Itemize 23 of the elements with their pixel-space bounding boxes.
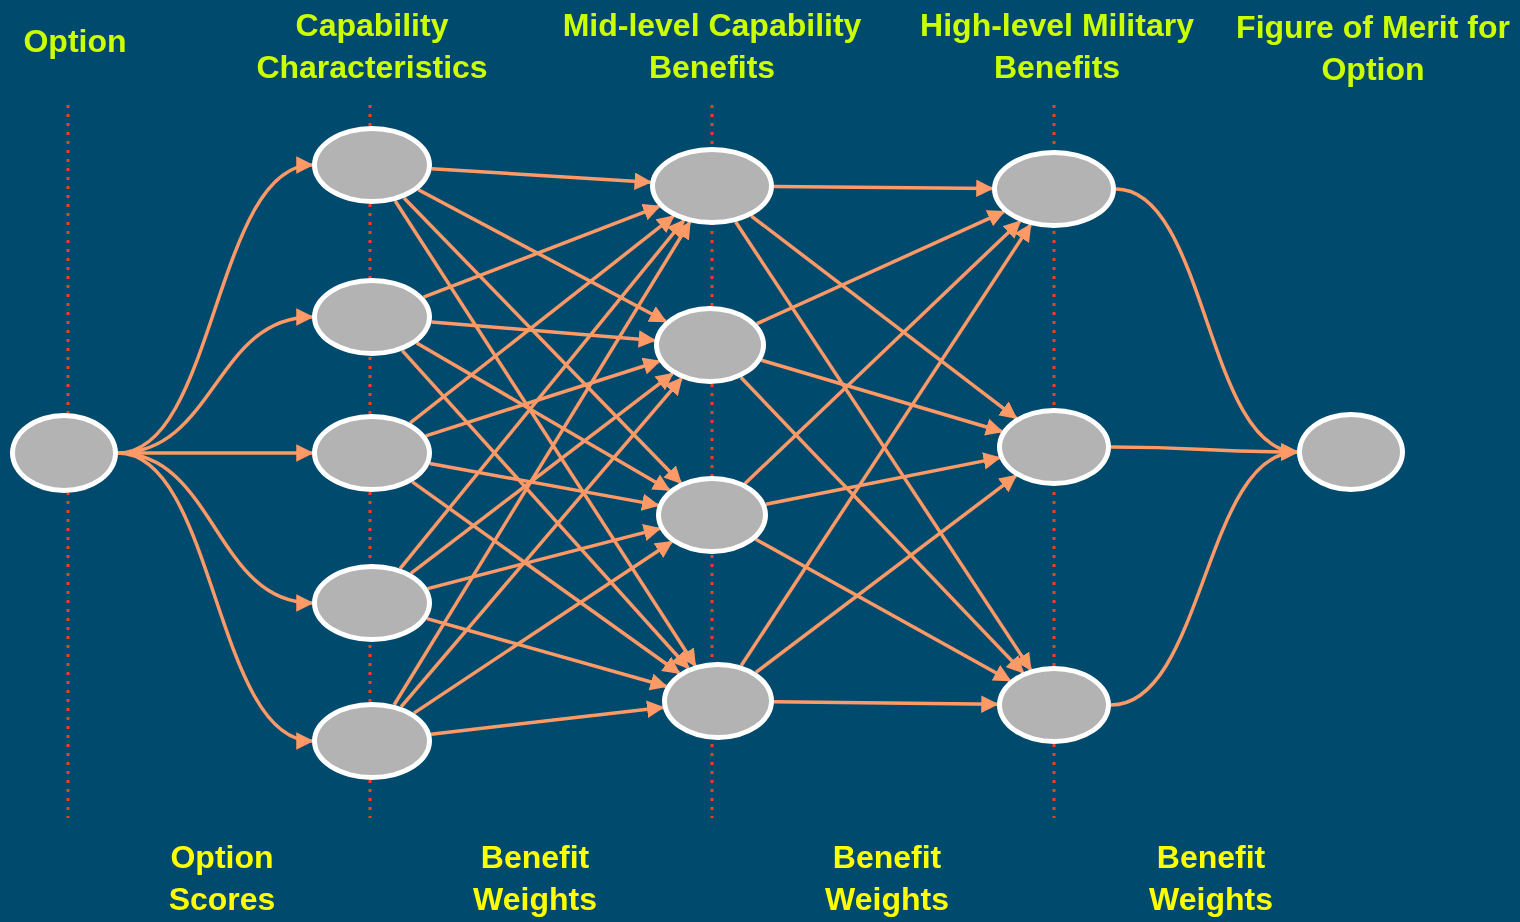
node-ellipse xyxy=(997,408,1111,486)
node-ellipse xyxy=(656,476,768,554)
arrow xyxy=(429,461,660,511)
column-heading: Mid-level Capability Benefits xyxy=(561,6,863,87)
weight-label: Benefit Weights xyxy=(1148,838,1274,919)
column-heading: High-level Military Benefits xyxy=(919,6,1195,87)
arrow xyxy=(773,179,994,198)
weight-label: Benefit Weights xyxy=(824,838,950,919)
column-heading: Capability Characteristics xyxy=(255,6,489,87)
column-heading: Option xyxy=(22,22,128,61)
weight-label: Benefit Weights xyxy=(472,838,598,919)
arrow xyxy=(754,474,1018,674)
arrow xyxy=(423,203,661,299)
arrow xyxy=(430,700,665,736)
node-ellipse xyxy=(654,306,766,384)
arrow xyxy=(426,616,668,691)
weight-label: Option Scores xyxy=(167,838,277,919)
arrow xyxy=(425,357,661,438)
column-heading: Figure of Merit for Option xyxy=(1235,8,1511,89)
arrow xyxy=(773,695,999,713)
arrow xyxy=(765,452,1001,506)
arrow xyxy=(761,358,1004,436)
arrow xyxy=(754,537,1012,682)
